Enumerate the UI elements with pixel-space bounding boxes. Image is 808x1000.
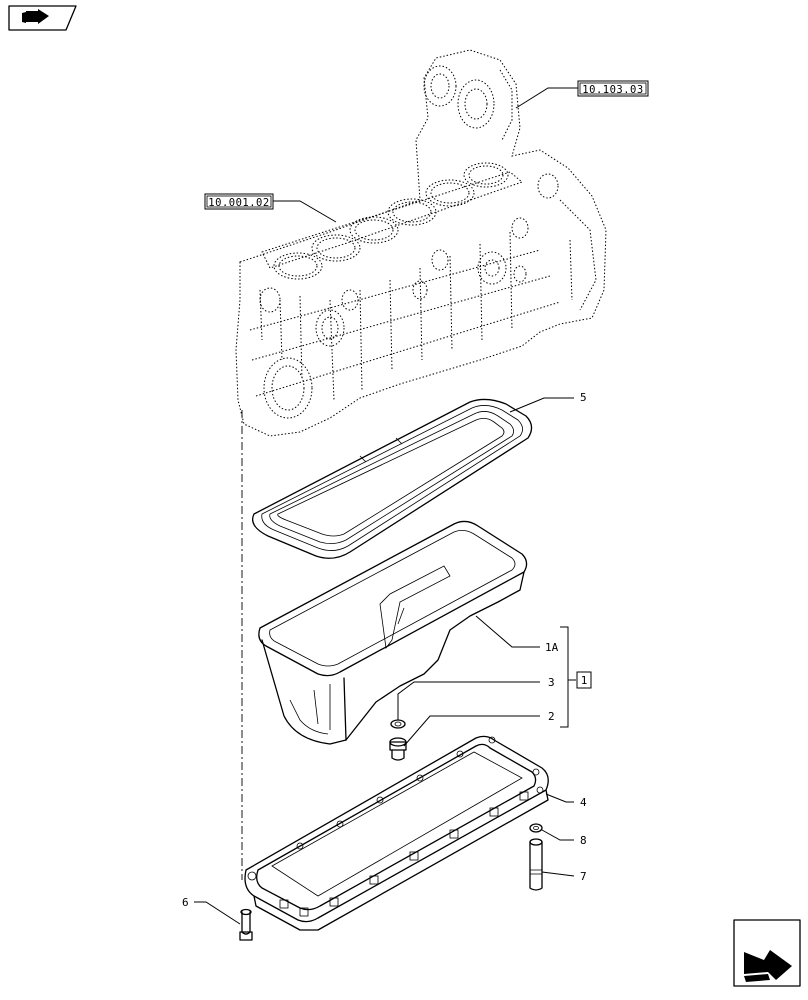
leader-bolt <box>194 901 241 925</box>
fasteners-drawing <box>239 823 543 941</box>
oil-pan-frame-drawing <box>244 735 549 931</box>
gasket-drawing <box>251 398 533 559</box>
svg-text:10.001.02: 10.001.02 <box>208 197 269 209</box>
callout-stud-washer: 8 <box>580 834 587 847</box>
leader-oil-pan <box>475 615 540 648</box>
callout-gasket: 5 <box>580 391 587 404</box>
callout-bolt: 6 <box>182 896 189 909</box>
callout-kit[interactable]: 1 <box>576 671 592 689</box>
leader-drain-plug <box>403 715 540 747</box>
svg-text:1: 1 <box>581 674 588 687</box>
leader-stud-washer <box>541 829 574 841</box>
callout-oil-pan: 1A <box>545 641 559 654</box>
leader-engine-block <box>273 200 337 223</box>
oil-pan-drawing <box>258 520 528 745</box>
svg-text:10.103.03: 10.103.03 <box>582 84 643 96</box>
leader-gasket <box>509 397 574 413</box>
drain-plug-parts <box>389 719 407 761</box>
callout-drain-plug: 2 <box>548 710 555 723</box>
callout-frame: 4 <box>580 796 587 809</box>
leader-plug-washer <box>397 681 540 720</box>
engine-block-drawing <box>235 49 607 437</box>
kit-bracket <box>560 626 569 728</box>
next-page-arrow-icon[interactable] <box>733 919 801 987</box>
callout-plug-washer: 3 <box>548 676 555 689</box>
callout-stud: 7 <box>580 870 587 883</box>
book-arrow-icon[interactable] <box>8 5 77 31</box>
leader-stud <box>541 871 575 877</box>
leader-frame <box>545 793 574 803</box>
leader-timing-cover <box>515 87 578 109</box>
reference-tag-timing-cover[interactable]: 10.103.03 <box>577 80 649 97</box>
reference-tag-engine-block[interactable]: 10.001.02 <box>204 193 274 210</box>
